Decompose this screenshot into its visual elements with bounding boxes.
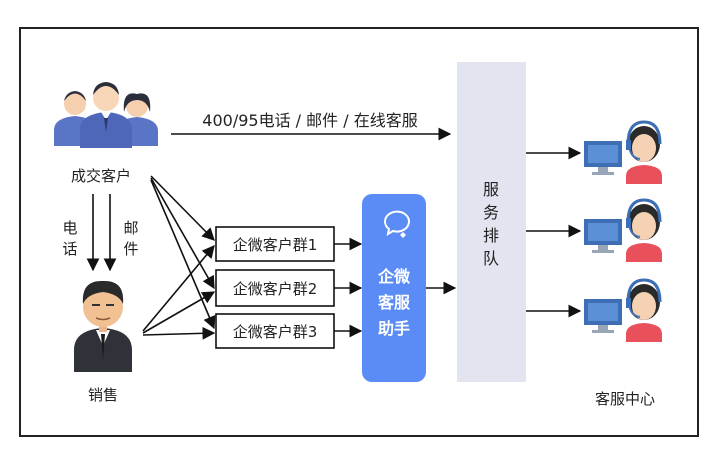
assistant-label-line-2: 客服 xyxy=(378,293,411,312)
customer-group-box-3 xyxy=(215,313,335,349)
phone-label-char-2: 话 xyxy=(62,240,77,258)
phone-label-char-1: 电 xyxy=(62,219,77,237)
mail-label-char-1: 邮 xyxy=(123,219,138,237)
service-center-label: 客服中心 xyxy=(595,390,655,408)
customer-group-box-1 xyxy=(215,226,335,262)
sales-to-group-arrows xyxy=(142,245,216,340)
customer-group-icon xyxy=(54,82,158,148)
queue-label-char-1: 服 xyxy=(483,180,499,199)
customer-group-label-2: 企微客户群2 xyxy=(233,280,318,298)
customer-group-label-1: 企微客户群1 xyxy=(233,236,318,254)
customer-label: 成交客户 xyxy=(71,167,131,185)
assistant-label-line-3: 助手 xyxy=(378,319,410,338)
support-agent-icon xyxy=(584,120,662,184)
customer-to-group-arrows xyxy=(150,175,216,330)
service-queue-box xyxy=(457,62,526,382)
wecom-assistant-box xyxy=(362,194,426,382)
salesperson-icon xyxy=(74,280,132,372)
group-to-assistant-arrows xyxy=(334,237,363,338)
channels-label: 400/95电话 / 邮件 / 在线客服 xyxy=(202,111,417,130)
wechat-bubble-icon xyxy=(383,210,410,238)
queue-label-char-2: 务 xyxy=(483,203,499,222)
sales-label: 销售 xyxy=(88,386,118,404)
customer-group-box-2 xyxy=(215,269,335,307)
assistant-label-line-1: 企微 xyxy=(377,267,411,286)
support-agent-icon xyxy=(584,198,662,262)
queue-label-char-3: 排 xyxy=(483,226,499,245)
customer-group-label-3: 企微客户群3 xyxy=(233,323,318,341)
mail-label-char-2: 件 xyxy=(123,240,138,258)
queue-to-agent-arrows xyxy=(526,146,582,318)
queue-label-char-4: 队 xyxy=(483,249,499,268)
support-agent-icon xyxy=(584,278,662,342)
